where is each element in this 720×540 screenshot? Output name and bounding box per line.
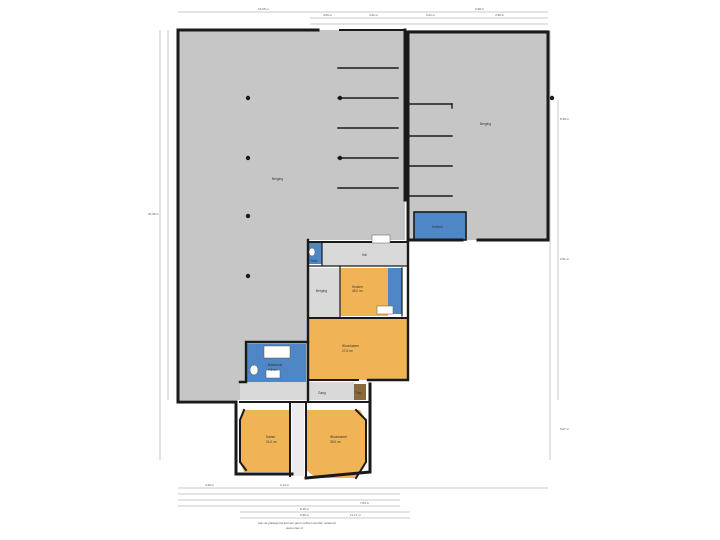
gang-floor	[240, 382, 354, 400]
dim-left-total: 20.08 m	[148, 212, 159, 216]
keuken-floor	[340, 268, 388, 316]
dim-top-right3: 3.30 m	[495, 13, 505, 17]
columns	[245, 95, 555, 279]
dim-bottom-c: 7.83 m	[360, 501, 370, 505]
room-area-slaapkamer: 24.2 m²	[266, 440, 277, 444]
dim-bottom-d: 8.46 m	[300, 507, 310, 511]
dim-top-right: 3.01 m	[426, 13, 436, 17]
dim-bottom-e: 9.96 m	[300, 513, 310, 517]
room-label-hall-left: Berging	[272, 177, 283, 181]
dim-right-c: 5.07 m	[560, 427, 570, 431]
dim-bottom-b: 2.14 m	[280, 483, 290, 487]
dim-top-total: 19.65 m	[258, 7, 269, 11]
room-label-berging: Berging	[316, 289, 327, 293]
room-label-hal: Hal	[362, 253, 367, 257]
hal-floor	[322, 242, 408, 266]
dim-top-mid: 4.62 m	[369, 13, 379, 17]
woonkamer-floor	[308, 318, 408, 380]
slaapkamer-floor	[240, 410, 290, 472]
berging-floor	[308, 268, 340, 318]
room-label-hall-right: Berging	[480, 122, 491, 126]
bottom-dimension-lines	[178, 487, 548, 519]
room-area-woonkamer-front: 39.0 m²	[330, 440, 341, 444]
room-label-keuken: Keuken	[352, 285, 363, 289]
fixtures	[249, 234, 394, 379]
dim-bottom-total: 11.17 m	[350, 513, 361, 517]
kantoor-floor	[414, 212, 466, 240]
hall-left-floor	[178, 30, 405, 400]
hall-right-floor	[408, 30, 548, 240]
dim-right-a: 8.28 m	[560, 117, 570, 121]
keuken-wet-floor	[388, 268, 402, 314]
side-dimension-lines	[159, 30, 559, 460]
room-label-badkamer: Badkamer	[268, 363, 283, 367]
room-label-kantoor: Kantoor	[432, 225, 444, 229]
dim-right-b: 2.51 m	[560, 257, 570, 261]
woonkamer-front-floor	[306, 410, 366, 478]
dim-bottom-a: 4.49 m	[205, 483, 215, 487]
room-label-woonkamer: Woonkamer	[342, 344, 360, 348]
stair-treads	[292, 402, 304, 476]
trap-floor	[354, 384, 366, 400]
room-area-keuken: 49.0 m²	[352, 289, 363, 293]
dim-top-left: 4.60 m	[323, 13, 333, 17]
room-label-toilet: Toilet	[310, 259, 318, 263]
top-dimension-lines	[178, 11, 548, 25]
room-area-badkamer: 7.5 m²	[268, 368, 277, 372]
footnote-line1: Aan de plattegrond kunnen geen rechten w…	[258, 521, 336, 525]
walls	[176, 28, 550, 480]
room-label-trap: Trap	[355, 391, 362, 395]
room-label-gang: Gang	[318, 391, 326, 395]
dim-top-right2: 2.08 m	[475, 7, 485, 11]
room-label-slaapkamer: Kamer	[266, 435, 276, 439]
footnote-line2: www.ortec.nl	[286, 526, 303, 530]
room-label-woonkamer-front: Woonkamer	[330, 435, 348, 439]
room-area-woonkamer: 27.6 m²	[342, 349, 353, 353]
